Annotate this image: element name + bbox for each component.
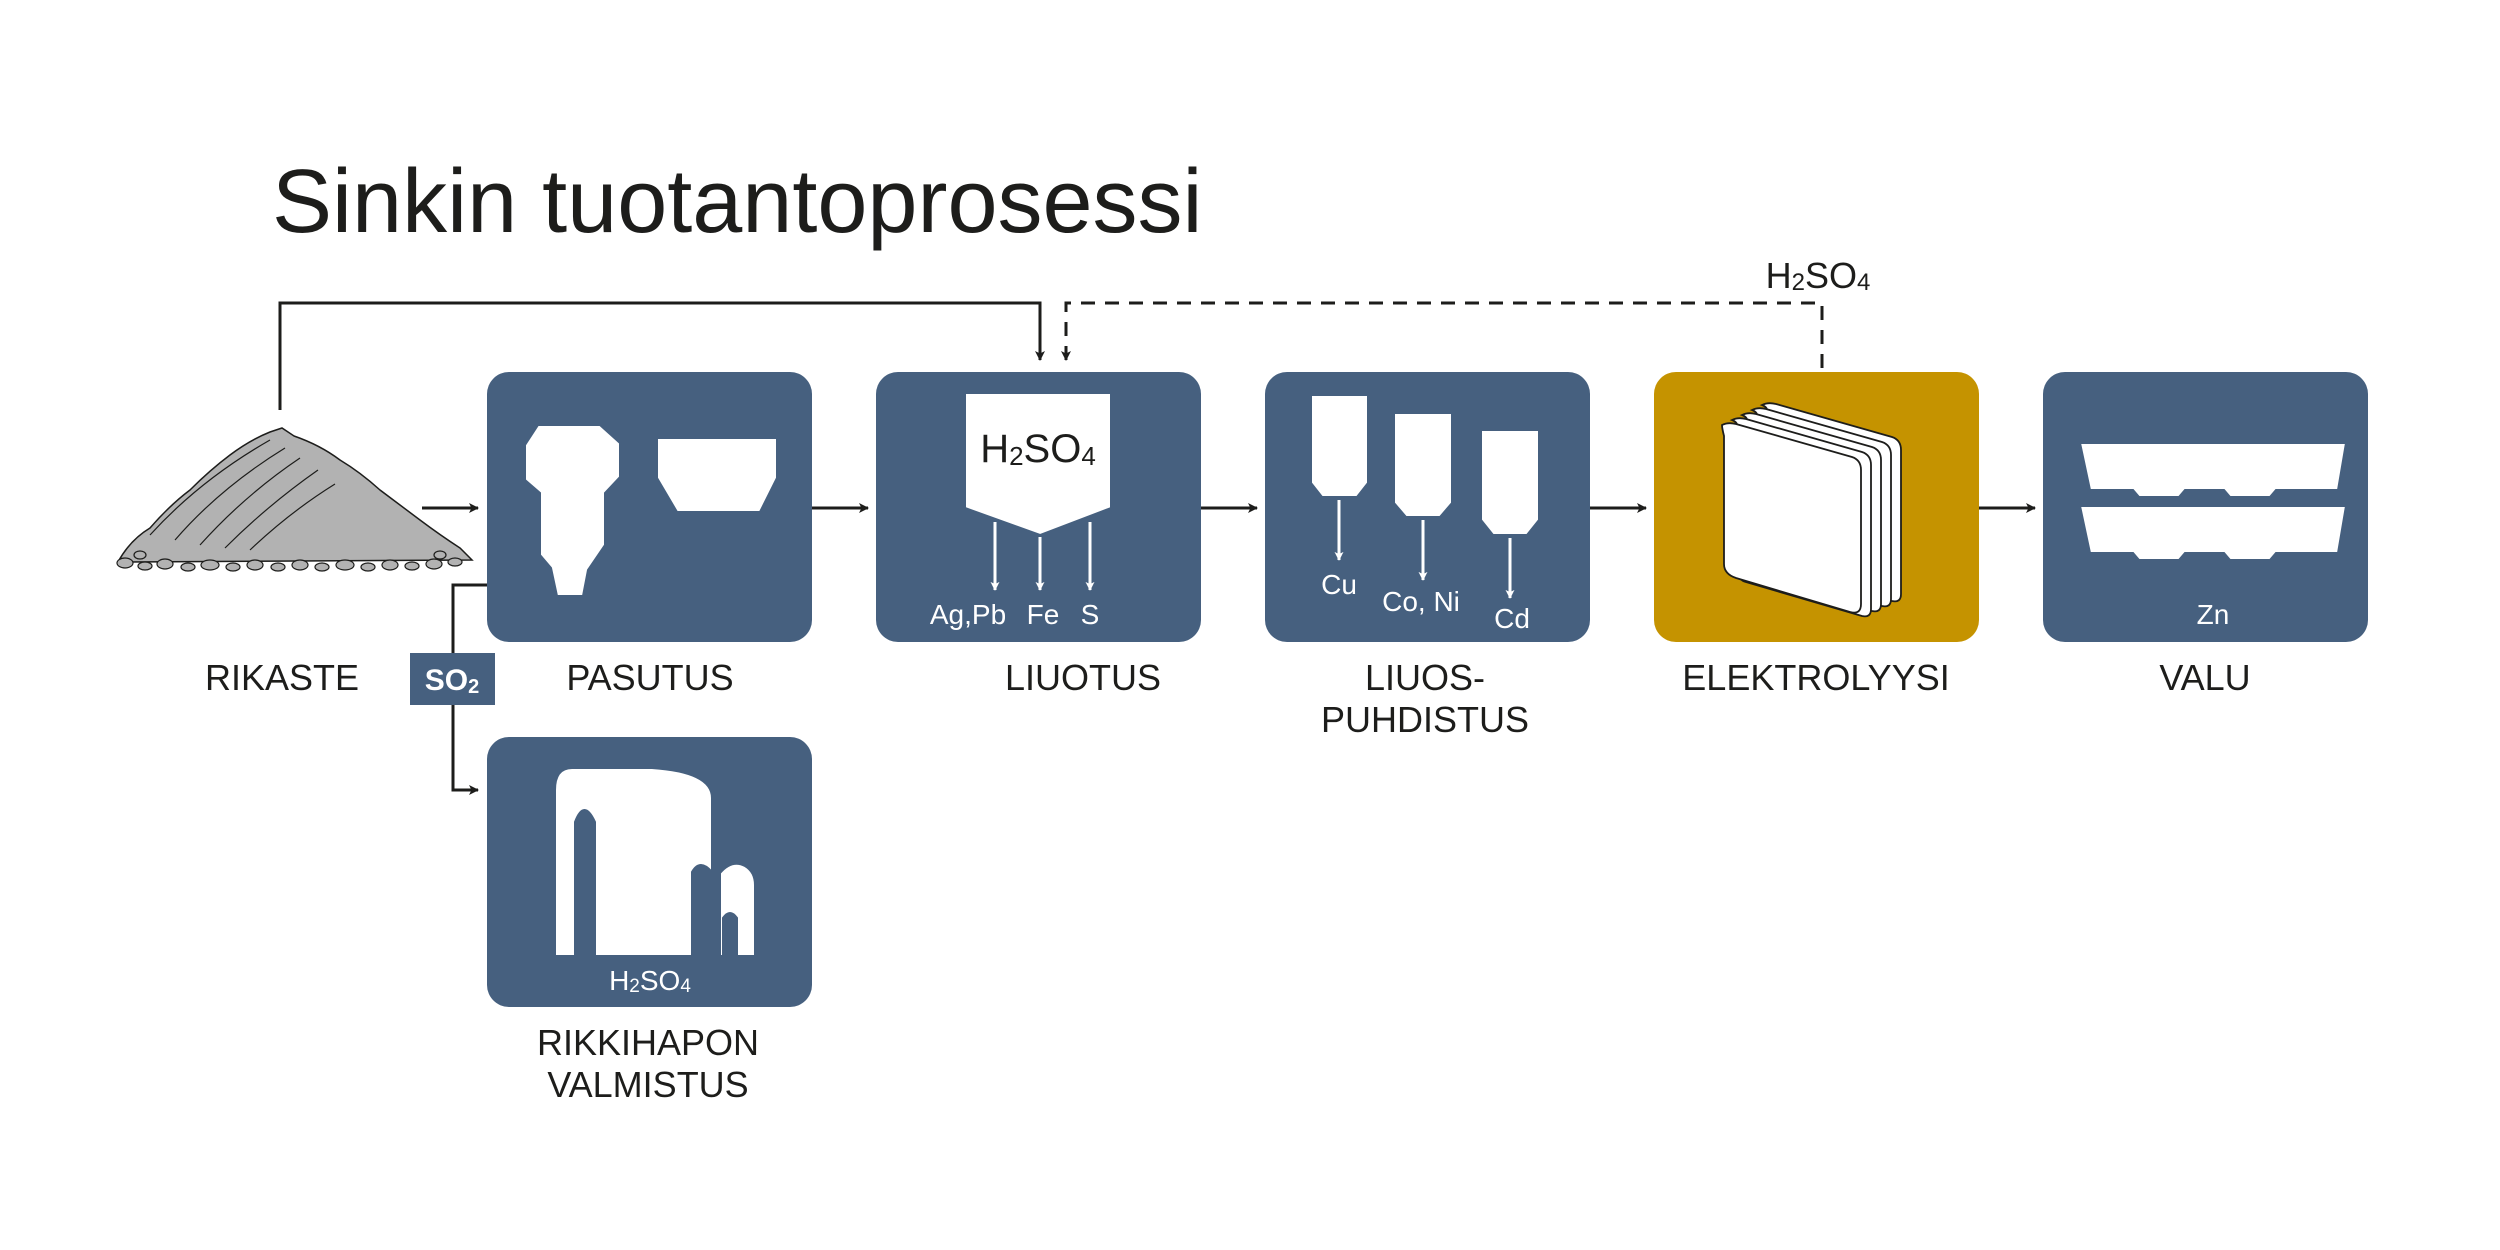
ore-bypass-arrow — [278, 301, 1045, 410]
acid-return-arrow — [1061, 301, 1824, 368]
stage-puhdistus: Cu Co, Ni Cd — [1265, 372, 1590, 642]
stage-label-elektrolyysi: ELEKTROLYYSI — [1682, 657, 1949, 698]
stage-label-valu: VALU — [2159, 657, 2250, 698]
leaching-tank-icon: H2SO4 — [964, 392, 1112, 591]
stage-label-rikaste: RIKASTE — [205, 657, 359, 698]
stage-label-rikkihappo-2: VALMISTUS — [547, 1064, 748, 1105]
acid-plant-icon — [554, 767, 756, 957]
so2-badge — [410, 653, 495, 705]
leaching-output-s: S — [1081, 599, 1100, 630]
stage-liuotus: H2SO4 Ag,Pb Fe S — [876, 372, 1201, 642]
purification-output-coni: Co, Ni — [1382, 586, 1460, 617]
stage-label-pasutus: PASUTUS — [566, 657, 733, 698]
leaching-output-fe: Fe — [1027, 599, 1060, 630]
stage-label-puhdistus-1: LIUOS- — [1365, 657, 1485, 698]
stage-label-rikkihappo-1: RIKKIHAPON — [537, 1022, 759, 1063]
ore-pile-icon — [116, 427, 474, 572]
purification-silos-icon — [1310, 394, 1540, 599]
leaching-output-agpb: Ag,Pb — [930, 599, 1006, 630]
stage-label-liuotus: LIUOTUS — [1005, 657, 1161, 698]
roaster-icon — [524, 424, 778, 597]
stage-rikkihappo: H2SO4 — [487, 737, 812, 1007]
stage-elektrolyysi — [1654, 372, 1979, 642]
casting-output-zn: Zn — [2197, 599, 2230, 630]
purification-output-cd: Cd — [1494, 603, 1530, 634]
page-title: Sinkin tuotantoprosessi — [272, 152, 1203, 252]
purification-output-cu: Cu — [1321, 569, 1357, 600]
cathode-plates-icon — [1721, 402, 1902, 618]
ingot-icon — [2078, 442, 2348, 561]
stage-valu: Zn — [2043, 372, 2368, 642]
acid-plant-output: H2SO4 — [609, 965, 691, 997]
stage-label-puhdistus-2: PUHDISTUS — [1321, 699, 1529, 740]
stage-pasutus — [487, 372, 812, 642]
so2-badge-label: SO2 — [425, 664, 479, 698]
tank-acid-label: H2SO4 — [980, 427, 1096, 471]
acid-return-label: H2SO4 — [1766, 255, 1871, 296]
